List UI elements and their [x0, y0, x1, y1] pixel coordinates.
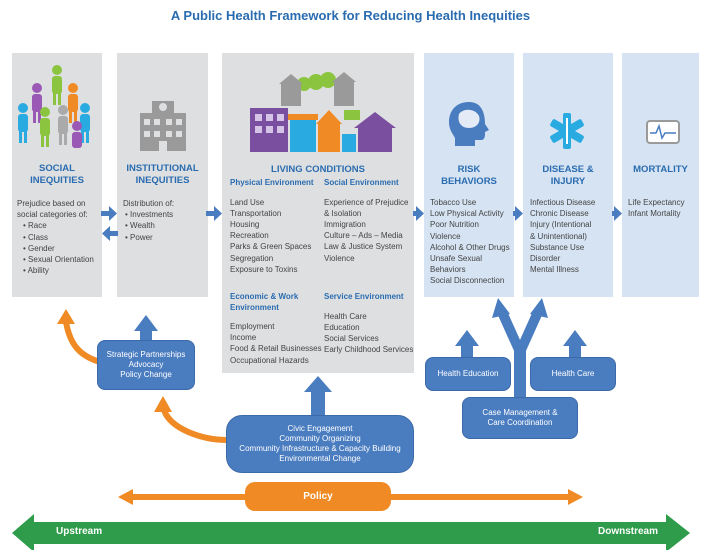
blue-up-arrow-icon — [455, 330, 479, 358]
list-item: Tobacco Use — [430, 198, 477, 207]
social-environment-list: Social Environment Experience of Prejudi… — [324, 178, 416, 264]
list-item: Education — [324, 322, 360, 332]
list-item: Food & Retail Businesses — [230, 344, 322, 354]
list-item: & Unintentional) — [530, 231, 587, 241]
list-item: Social Services — [324, 333, 379, 343]
list-item: Infant Mortality — [628, 209, 681, 219]
physical-environment-title: Physical Environment — [230, 178, 314, 187]
list-item: Violence — [430, 231, 461, 241]
institutional-inequities-list: Distribution of: Investments Wealth Powe… — [123, 198, 207, 243]
list-item: Gender — [23, 243, 101, 254]
physical-environment-list: Physical Environment Land Use Transporta… — [230, 178, 322, 275]
list-item: Segregation — [230, 253, 274, 263]
list-item: Low Physical Activity — [430, 209, 504, 219]
risk-behaviors-panel — [424, 53, 514, 297]
list-item: Culture – Ads – Media — [324, 231, 403, 241]
fork-arrow-icon — [492, 298, 548, 398]
list-item: Ability — [23, 265, 101, 276]
health-care-box: Health Care — [530, 357, 616, 391]
mortality-list: Life Expectancy Infant Mortality — [628, 197, 700, 219]
list-item: Substance Use — [530, 242, 585, 252]
list-item: Exposure to Toxins — [230, 264, 298, 274]
downstream-label: Downstream — [598, 526, 659, 537]
living-conditions-panel — [222, 53, 414, 373]
list-item: Mental Illness — [530, 265, 579, 275]
list-item: Experience of Prejudice — [324, 197, 409, 207]
arrow-right-icon — [101, 206, 117, 221]
list-item: Employment — [230, 322, 275, 331]
list-item: Income — [230, 333, 257, 343]
list-item: Law & Justice System — [324, 242, 403, 252]
heart-monitor-icon — [646, 120, 680, 144]
list-item: Poor Nutrition — [430, 220, 479, 230]
social-inequities-list: Prejudice based on social categories of:… — [17, 198, 101, 276]
list-item: Wealth — [125, 220, 207, 231]
brain-head-icon — [449, 102, 489, 146]
policy-box: Policy — [245, 482, 391, 511]
living-conditions-heading: LIVING CONDITIONS — [271, 164, 365, 175]
list-item: Race — [23, 220, 101, 231]
service-environment-title: Service Environment — [324, 292, 404, 301]
list-item: Investments — [125, 209, 207, 220]
list-item: Life Expectancy — [628, 198, 685, 207]
mortality-heading: MORTALITY — [633, 164, 688, 175]
building-icon — [140, 101, 186, 151]
list-item: Disorder — [530, 254, 561, 264]
blue-up-arrow-icon — [304, 376, 332, 418]
case-management-box: Case Management & Care Coordination — [462, 397, 578, 439]
list-item: Transportation — [230, 208, 282, 218]
orange-curved-arrow-icon — [154, 396, 229, 443]
disease-injury-panel — [523, 53, 613, 297]
upstream-downstream-arrow-icon — [12, 514, 690, 550]
social-environment-title: Social Environment — [324, 178, 399, 187]
blue-up-arrow-icon — [563, 330, 587, 358]
institutional-inequities-panel — [117, 53, 208, 297]
list-item: Class — [23, 232, 101, 243]
risk-behaviors-list: Tobacco Use Low Physical Activity Poor N… — [430, 197, 514, 287]
diagram-title: A Public Health Framework for Reducing H… — [170, 8, 531, 23]
arrow-right-icon — [513, 206, 523, 221]
list-item: Health Care — [324, 311, 367, 321]
list-item: Sexual Orientation — [23, 254, 101, 265]
service-environment-list: Service Environment Health Care Educatio… — [324, 292, 416, 355]
orange-curved-arrow-icon — [57, 309, 101, 365]
disease-injury-heading: DISEASE &INJURY — [542, 164, 594, 187]
list-item: Behaviors — [430, 265, 466, 275]
medical-star-icon — [550, 113, 584, 149]
list-item: Alcohol & Other Drugs — [430, 242, 510, 252]
neighborhood-icon — [250, 72, 396, 152]
list-item: Land Use — [230, 197, 265, 207]
list-item: Early Childhood Services — [324, 345, 414, 355]
list-item: Unsafe Sexual — [430, 254, 483, 264]
disease-injury-list: Infectious Disease Chronic Disease Injur… — [530, 197, 614, 275]
list-item: & Isolation — [324, 208, 362, 218]
strategic-partnerships-box: Strategic Partnerships Advocacy Policy C… — [97, 340, 195, 390]
list-item: Recreation — [230, 231, 269, 241]
arrow-left-icon — [102, 226, 118, 241]
list-item: Injury (Intentional — [530, 220, 592, 230]
arrow-right-icon — [206, 206, 222, 221]
list-item: Power — [125, 232, 207, 243]
people-icon — [18, 65, 90, 148]
arrow-right-icon — [413, 206, 424, 221]
list-item: Occupational Hazards — [230, 355, 309, 365]
upstream-label: Upstream — [56, 526, 103, 537]
arrow-right-icon — [612, 206, 622, 221]
civic-engagement-box: Civic Engagement Community Organizing Co… — [226, 415, 414, 473]
list-item: Infectious Disease — [530, 198, 596, 207]
list-item: Chronic Disease — [530, 209, 589, 219]
list-item: Social Disconnection — [430, 276, 505, 286]
mortality-panel — [622, 53, 699, 297]
health-education-box: Health Education — [425, 357, 511, 391]
list-item: Immigration — [324, 219, 366, 229]
list-item: Housing — [230, 219, 260, 229]
list-item: Parks & Green Spaces — [230, 242, 312, 252]
list-item: Violence — [324, 253, 355, 263]
